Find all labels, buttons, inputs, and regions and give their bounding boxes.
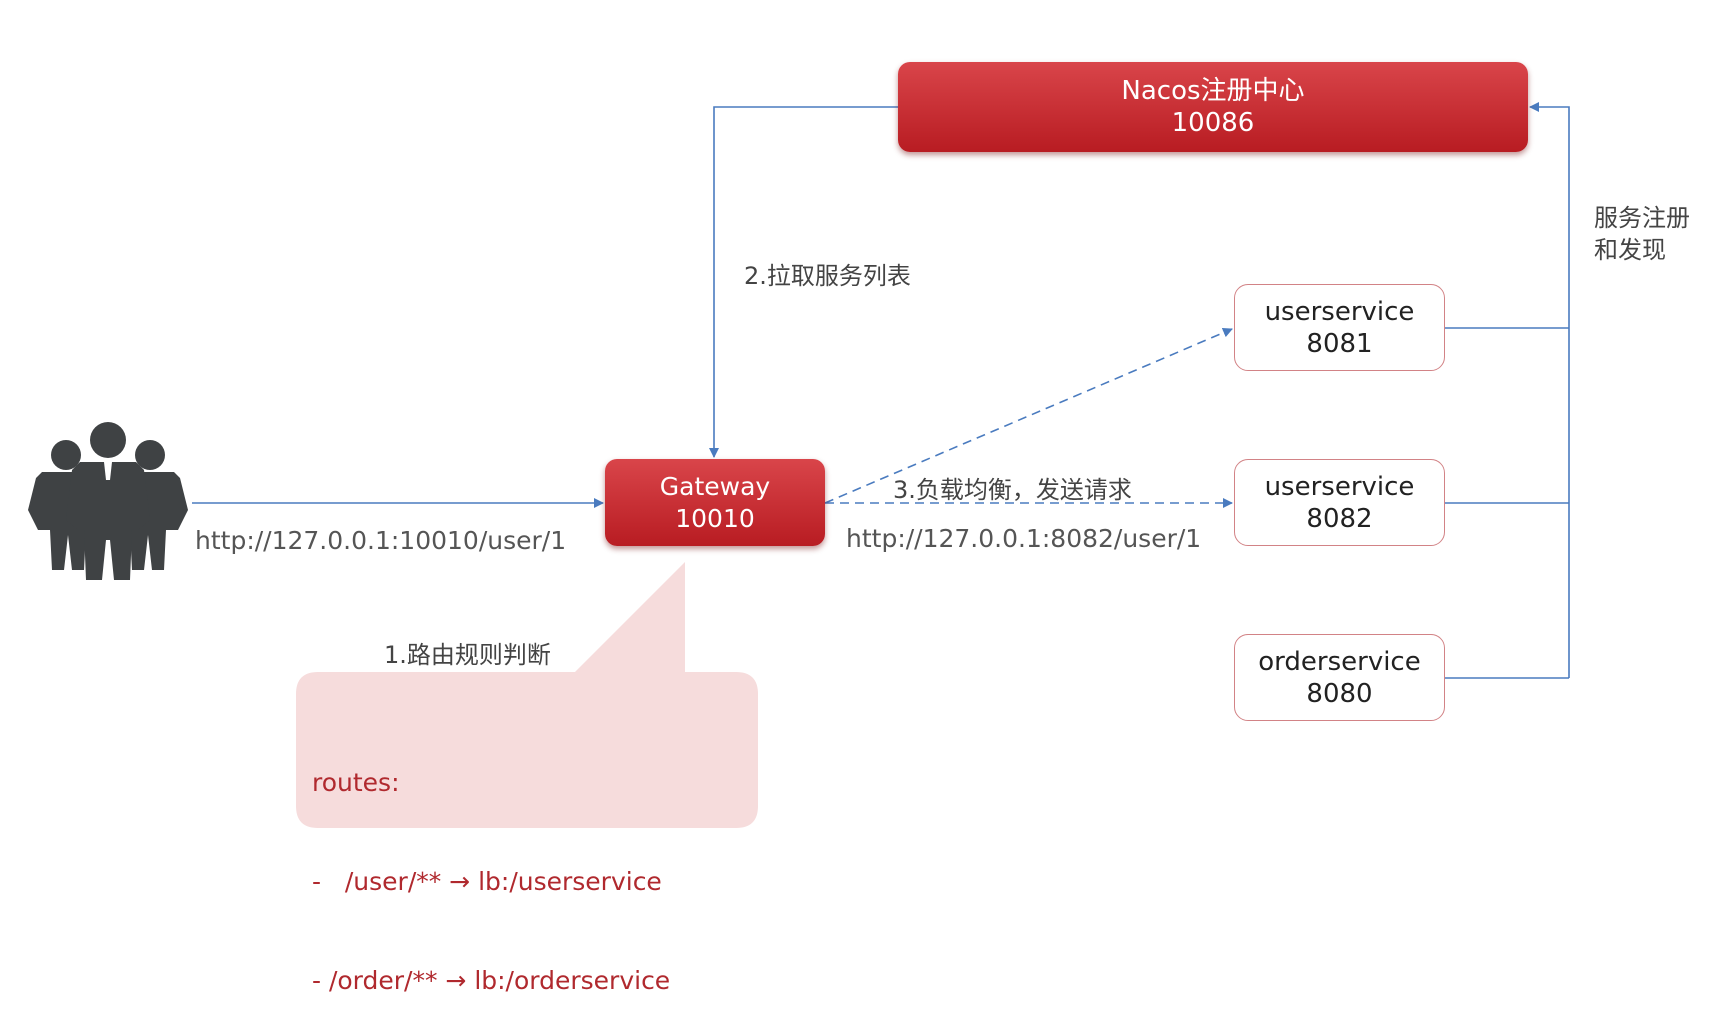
userservice-8081-box: userservice 8081 [1234, 284, 1445, 371]
service-port: 8081 [1306, 328, 1373, 359]
connector-layer [192, 102, 1570, 828]
route-judge-label: 1.路由规则判断 [384, 641, 551, 669]
userservice-8082-box: userservice 8082 [1234, 459, 1445, 546]
gateway-port: 10010 [675, 503, 755, 533]
load-balance-arrow-8081 [824, 327, 1233, 504]
route-rule-order: - /order/** → lb:/orderservice [312, 966, 671, 995]
nacos-name: Nacos注册中心 [1121, 76, 1305, 106]
service-port: 8080 [1306, 678, 1373, 709]
routes-config: routes: - /user/** → lb:/userservice - /… [312, 700, 670, 1030]
client-url-label: http://127.0.0.1:10010/user/1 [195, 526, 567, 555]
service-name: userservice [1264, 471, 1415, 502]
service-name: userservice [1264, 296, 1415, 327]
nacos-registry-box: Nacos注册中心 10086 [898, 62, 1528, 152]
service-port: 8082 [1306, 503, 1373, 534]
service-name: orderservice [1258, 646, 1421, 677]
service-url-label: http://127.0.0.1:8082/user/1 [846, 524, 1202, 553]
route-rule-user: - /user/** → lb:/userservice [312, 867, 662, 896]
gateway-box: Gateway 10010 [605, 459, 825, 546]
users-group-icon [28, 422, 188, 580]
orderservice-8080-box: orderservice 8080 [1234, 634, 1445, 721]
register-bus-arrow [1529, 102, 1570, 678]
gateway-name: Gateway [659, 471, 771, 501]
pull-service-list-arrow [709, 106, 898, 458]
register-discovery-label-line1: 服务注册 [1594, 204, 1690, 232]
register-discovery-label-line2: 和发现 [1594, 236, 1666, 264]
load-balance-label: 3.负载均衡，发送请求 [893, 476, 1132, 504]
pull-service-list-label: 2.拉取服务列表 [744, 262, 911, 290]
routes-title: routes: [312, 768, 400, 797]
nacos-port: 10086 [1171, 108, 1255, 138]
routes-callout-bubble [296, 562, 758, 828]
